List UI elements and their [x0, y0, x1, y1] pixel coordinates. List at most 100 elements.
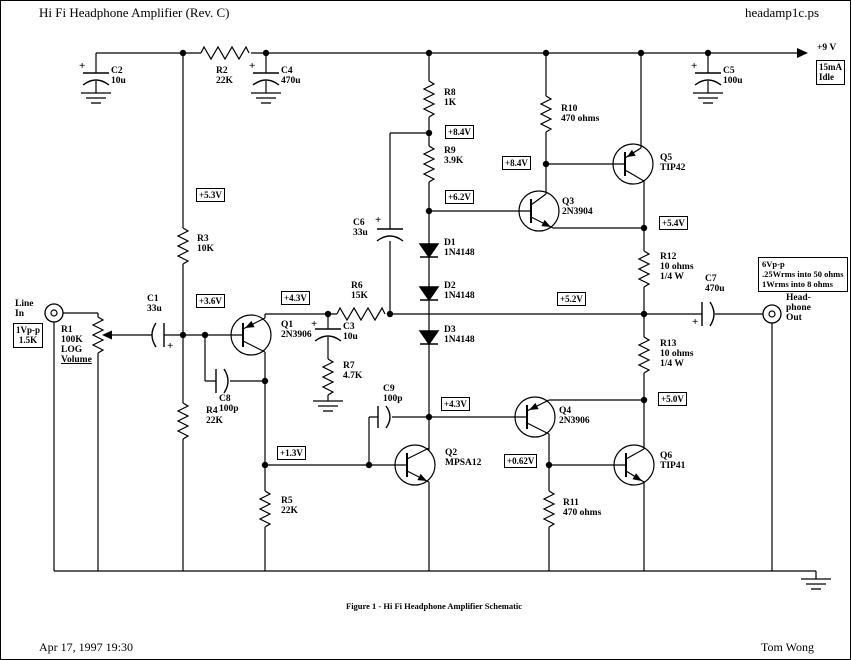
power-arrow [797, 48, 808, 58]
input-jack-label-1: Line [15, 299, 34, 309]
label-Q4-val: 2N3906 [559, 416, 590, 426]
capacitor-C2 [82, 72, 110, 86]
idle-line2: Idle [819, 72, 835, 83]
diode-D1 [418, 243, 440, 259]
capacitor-C6 [376, 228, 404, 242]
label-Q4-ref: Q4 [559, 406, 572, 416]
label-C2-ref: C2 [111, 66, 123, 76]
voltage-label-5.0v: +5.0V [658, 392, 687, 407]
voltage-label-4.3v-b: +4.3V [441, 397, 470, 412]
label-C6-val: 33u [353, 228, 368, 238]
label-C1-ref: C1 [147, 294, 159, 304]
resistor-R7 [321, 358, 335, 396]
input-source-level: 1Vp-p [16, 325, 41, 335]
label-R11-ref: R11 [563, 498, 579, 508]
output-spec-50ohm: .25Wrms into 50 ohms [762, 269, 844, 280]
label-D2-ref: D2 [444, 281, 456, 291]
label-C6-ref: C6 [353, 218, 365, 228]
label-R13-watt: 1/4 W [660, 359, 684, 369]
plus-C5: + [691, 60, 698, 72]
label-D3-val: 1N4148 [444, 335, 475, 345]
output-jack [762, 304, 782, 324]
transistor-Q4 [514, 396, 556, 438]
label-R4-val: 22K [206, 416, 223, 426]
capacitor-C1 [151, 322, 165, 348]
resistor-R6 [336, 306, 386, 322]
label-C3-val: 10u [343, 332, 358, 342]
label-R1-val: 100K [61, 335, 83, 345]
filename: headamp1c.ps [745, 5, 820, 20]
ground-R7 [312, 400, 344, 412]
label-C5-ref: C5 [723, 66, 735, 76]
label-D1-val: 1N4148 [444, 248, 475, 258]
label-R8-ref: R8 [444, 88, 456, 98]
label-Q5-ref: Q5 [660, 153, 673, 163]
input-jack [44, 303, 64, 323]
label-R2-val: 22K [216, 76, 233, 86]
label-D2-val: 1N4148 [444, 291, 475, 301]
label-R3-ref: R3 [197, 234, 209, 244]
label-R9-val: 3.9K [444, 156, 464, 166]
label-C4-ref: C4 [281, 66, 293, 76]
label-R6-val: 15K [351, 291, 368, 301]
voltage-label-5.3v: +5.3V [196, 188, 225, 203]
ground-rail [800, 578, 832, 590]
label-C1-val: 33u [147, 304, 162, 314]
transistor-Q5 [612, 143, 654, 185]
label-C9-ref: C9 [383, 384, 395, 394]
label-R11-val: 470 ohms [563, 508, 602, 518]
label-R5-ref: R5 [281, 496, 293, 506]
label-Q6-val: TIP41 [660, 461, 686, 471]
capacitor-C3 [314, 328, 342, 342]
label-C2-val: 10u [111, 76, 126, 86]
output-spec-level: 6Vp-p [762, 259, 785, 269]
voltage-label-8.4v-a: +8.4V [445, 125, 474, 140]
capacitors [82, 72, 722, 429]
label-R1-ref: R1 [61, 325, 73, 335]
plus-C6: + [375, 214, 382, 226]
label-R13-val: 10 ohms [660, 349, 694, 359]
label-C7-ref: C7 [705, 274, 717, 284]
transistor-Q2 [394, 444, 436, 486]
label-R1-taper: LOG [61, 345, 83, 355]
transistors [230, 143, 655, 486]
label-R13-ref: R13 [660, 339, 677, 349]
resistor-R13 [637, 336, 651, 374]
label-Q2-val: MPSA12 [445, 458, 482, 468]
resistor-R9 [422, 145, 436, 183]
voltage-label-3.6v: +3.6V [196, 294, 225, 309]
plus-C7: + [692, 316, 699, 328]
ground-C4 [250, 92, 282, 104]
resistor-R4 [176, 402, 190, 440]
label-R12-watt: 1/4 W [660, 272, 684, 282]
label-D3-ref: D3 [444, 325, 456, 335]
plus-C4: + [249, 60, 256, 72]
diode-D2 [418, 286, 440, 302]
plus-C3: + [311, 318, 318, 330]
label-R2-ref: R2 [216, 66, 228, 76]
output-jack-label-2: phone [786, 303, 811, 313]
label-R8-val: 1K [444, 98, 457, 108]
label-C8-val: 100p [219, 404, 239, 414]
capacitor-C7 [701, 301, 715, 327]
label-R10-ref: R10 [561, 104, 578, 114]
label-R1-function: Volume [61, 355, 92, 365]
output-spec-8ohm: 1Wrms into 8 ohms [762, 279, 833, 290]
label-R7-ref: R7 [343, 361, 355, 371]
label-D1-ref: D1 [444, 238, 456, 248]
ground-C2 [80, 92, 112, 104]
label-Q1-ref: Q1 [281, 320, 294, 330]
label-R9-ref: R9 [444, 146, 456, 156]
label-C4-val: 470u [281, 76, 301, 86]
output-jack-label-3: Out [786, 313, 802, 323]
diodes [418, 243, 440, 346]
label-Q3-ref: Q3 [562, 197, 575, 207]
voltage-label-5.2v: +5.2V [557, 292, 586, 307]
resistor-R10 [539, 95, 553, 133]
label-C8-ref: C8 [219, 394, 231, 404]
label-R4-ref: R4 [206, 406, 218, 416]
resistor-R8 [422, 80, 436, 118]
